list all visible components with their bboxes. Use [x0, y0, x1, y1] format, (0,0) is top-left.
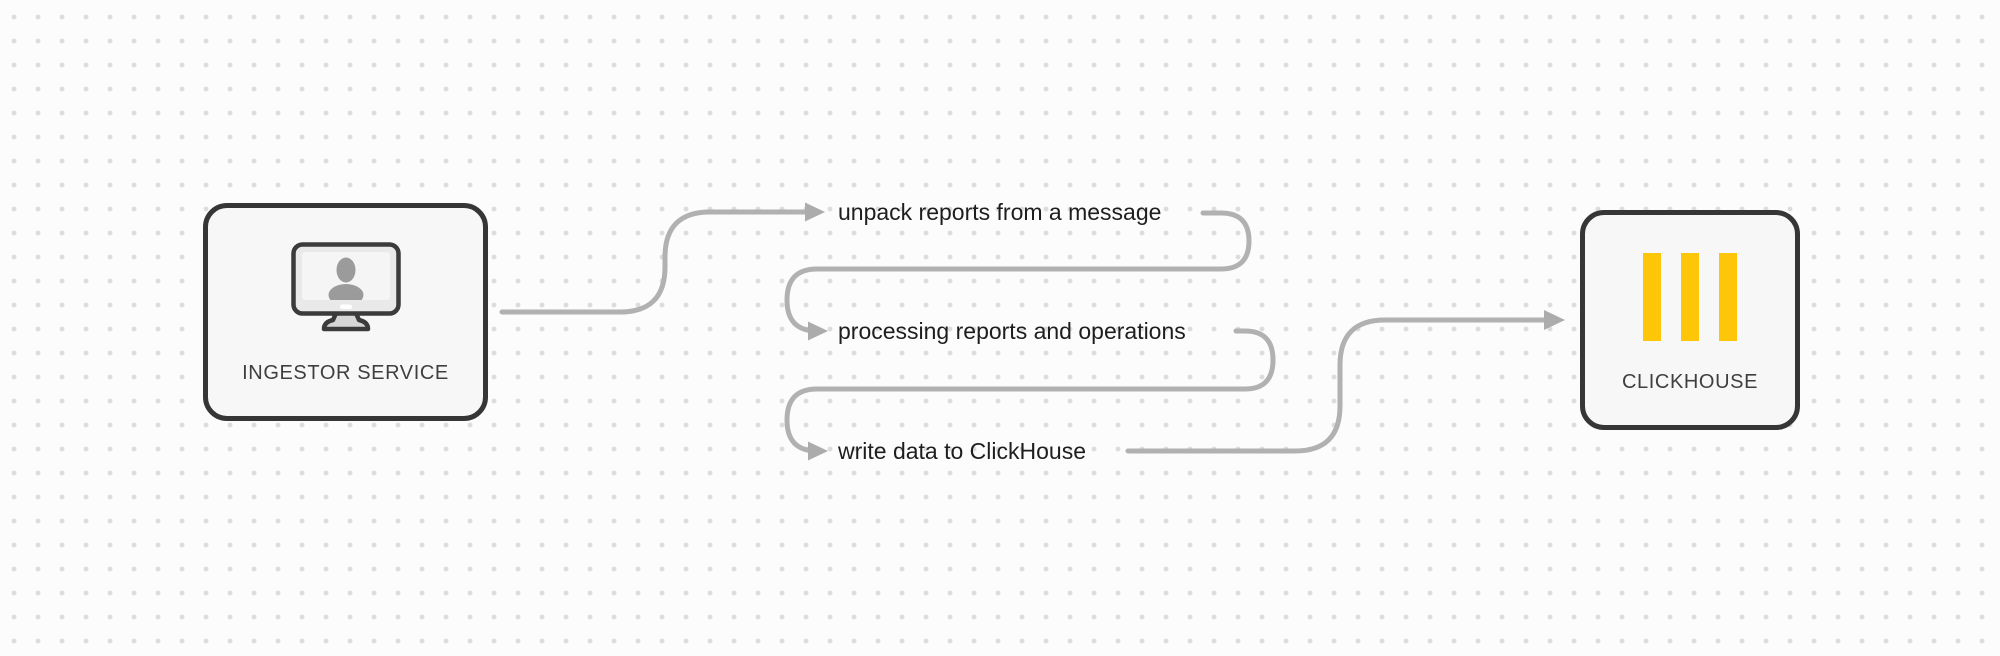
arrowhead-step2-icon: [808, 321, 828, 341]
monitor-user-icon: [290, 242, 401, 332]
step-label-processing-reports: processing reports and operations: [838, 318, 1186, 344]
clickhouse-label: CLICKHOUSE: [1621, 371, 1759, 393]
connector-ingestor-to-step1: [499, 209, 811, 315]
arrowhead-step3-icon: [808, 441, 828, 461]
connector-step1-to-step2: [784, 210, 1252, 334]
arrowhead-step1-icon: [805, 202, 825, 222]
ingestor-service-label: INGESTOR SERVICE: [242, 362, 449, 384]
connector-step3-to-clickhouse: [1125, 317, 1551, 454]
node-ingestor-service[interactable]: INGESTOR SERVICE: [203, 203, 488, 421]
step-label-write-data: write data to ClickHouse: [838, 438, 1086, 464]
step-label-unpack-reports: unpack reports from a message: [838, 199, 1162, 225]
arrowhead-clickhouse-icon: [1544, 310, 1565, 330]
node-clickhouse[interactable]: CLICKHOUSE: [1580, 210, 1800, 430]
connector-step2-to-step3: [784, 328, 1276, 454]
clickhouse-bars-icon: [1643, 253, 1737, 341]
